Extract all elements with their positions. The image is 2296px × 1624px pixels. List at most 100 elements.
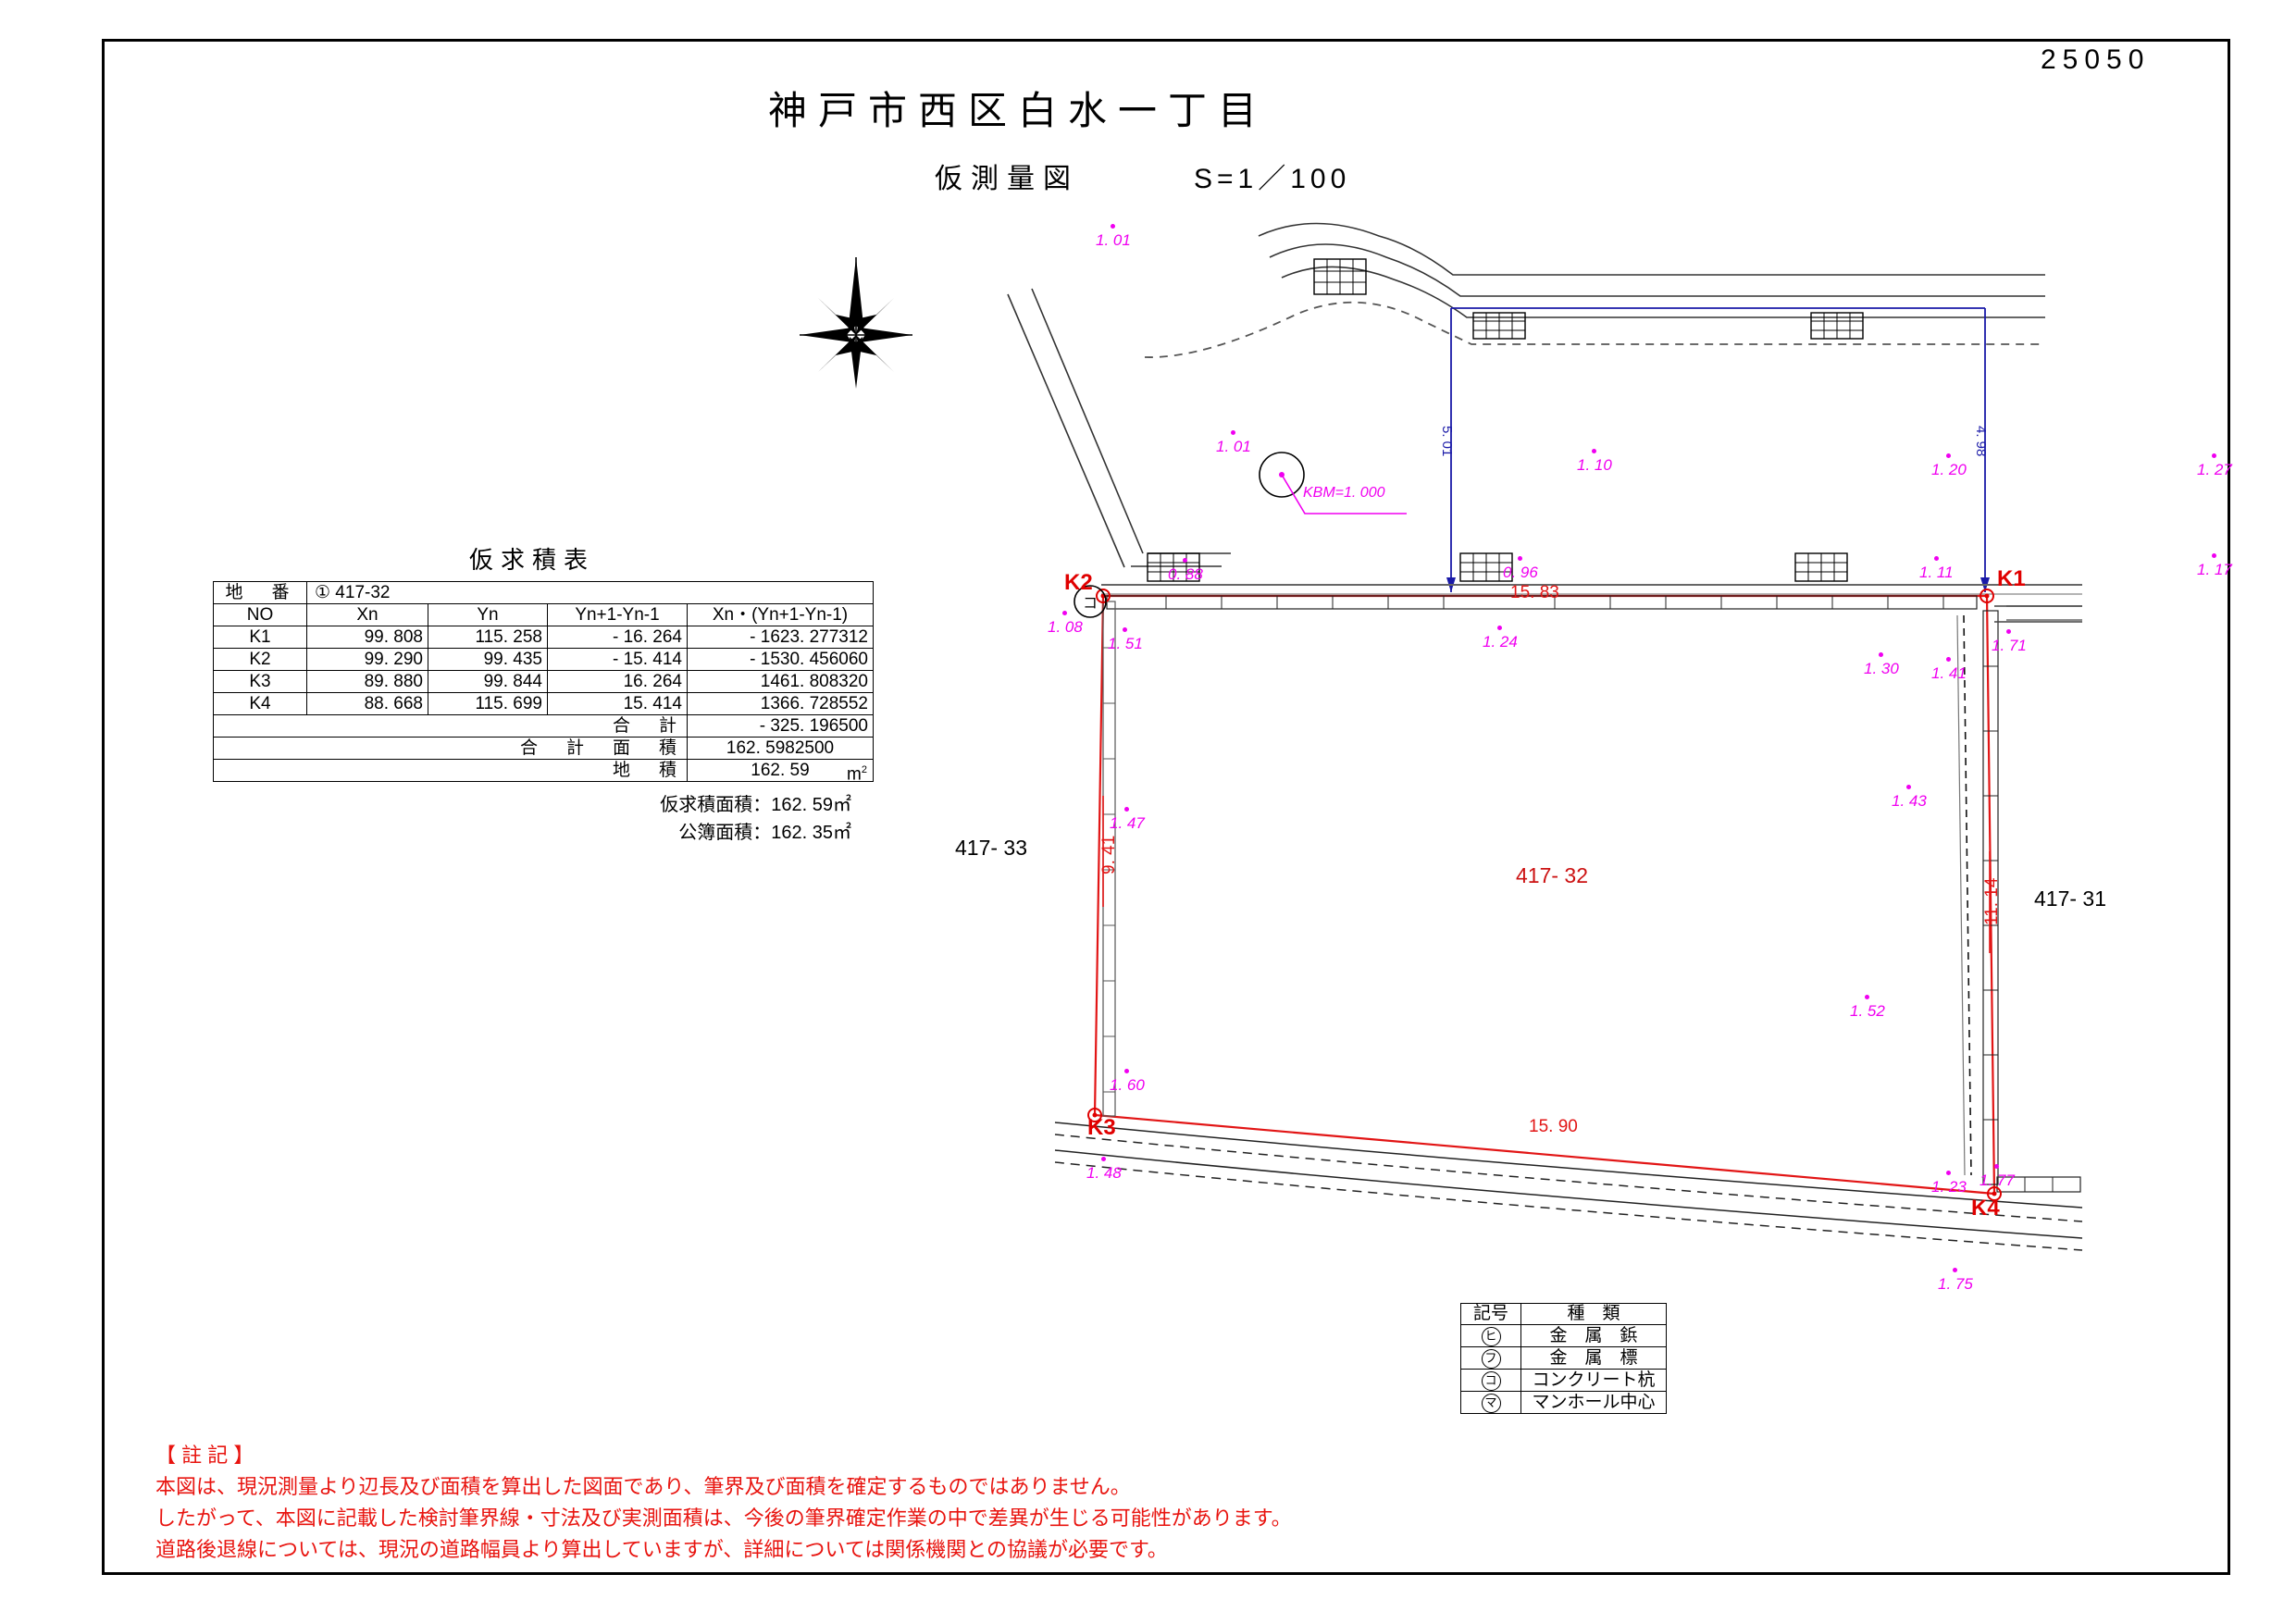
elevation-label: 1. 71 <box>1992 637 2027 654</box>
elevation-label: 1. 43 <box>1892 792 1927 810</box>
elevation-dot <box>1124 1069 1129 1073</box>
notes-line-1: 本図は、現況測量より辺長及び面積を算出した図面であり、筆界及び面積を確定するもの… <box>155 1475 1131 1499</box>
legend-type-metal-marker: 金 属 標 <box>1520 1346 1667 1370</box>
sheet-number: 25050 <box>2041 44 2151 75</box>
elevation-label: 0. 96 <box>1503 564 1538 581</box>
drawing-scale: S=1／100 <box>1194 164 1351 194</box>
legend-header-row: 記号 種 類 <box>1460 1303 1667 1325</box>
elevation-dot <box>1946 657 1951 662</box>
parcel-value: ① 417-32 <box>306 581 874 604</box>
corner-label-k2: K2 <box>1064 570 1093 595</box>
legend-block: 記号 種 類 ヒ 金 属 鋲 フ 金 属 標 コ コンクリート杭 マ マンホ <box>1460 1303 1667 1414</box>
table-row: K3 89. 880 99. 844 16. 264 1461. 808320 <box>213 670 874 693</box>
col-header-product: Xn・(Yn+1-Yn-1) <box>687 603 874 626</box>
cell-no: K4 <box>213 692 307 715</box>
elevation-dot <box>2212 553 2216 558</box>
elevation-dot <box>1879 652 1883 657</box>
elevation-dot <box>1946 453 1951 458</box>
elevation-label: 1. 30 <box>1864 660 1899 677</box>
cell-no: K1 <box>213 626 307 649</box>
notes-block: 【 註 記 】 本図は、現況測量より辺長及び面積を算出した図面であり、筆界及び面… <box>155 1440 1292 1566</box>
cell-dy: - 16. 264 <box>547 626 688 649</box>
cell-dy: 16. 264 <box>547 670 688 693</box>
col-header-yn: Yn <box>428 603 548 626</box>
table-row-registered-area: 地 積 162. 59 m2 <box>213 759 874 784</box>
svg-text:コ: コ <box>1083 596 1098 612</box>
setback-left: 5. 01 <box>1439 426 1455 457</box>
sum-label: 合 計 <box>213 714 688 738</box>
cell-yn: 115. 258 <box>428 626 548 649</box>
cell-dy: - 15. 414 <box>547 648 688 671</box>
cell-xn: 99. 808 <box>306 626 428 649</box>
col-header-no: NO <box>213 603 307 626</box>
elevation-label: 0. 88 <box>1168 565 1203 583</box>
elevation-dot <box>1111 224 1115 229</box>
legend-symbol-cell: フ <box>1460 1346 1521 1370</box>
elevation-label: 1. 23 <box>1931 1178 1967 1196</box>
elevation-dot <box>1994 1164 1999 1169</box>
cell-product: 1461. 808320 <box>687 670 874 693</box>
elevation-label: 1. 08 <box>1048 618 1083 636</box>
table-row-sum: 合 計 - 325. 196500 <box>213 714 874 738</box>
elevation-label: 1. 24 <box>1483 633 1518 651</box>
elevation-dot <box>1906 785 1911 789</box>
cell-product: - 1623. 277312 <box>687 626 874 649</box>
cell-no: K2 <box>213 648 307 671</box>
legend-row: ヒ 金 属 鋲 <box>1460 1324 1667 1347</box>
official-area-note: 公簿面積：162. 35㎡ <box>678 823 851 843</box>
parcel-label-417-33: 417- 33 <box>955 836 1028 860</box>
legend-symbol-cell: マ <box>1460 1391 1521 1414</box>
cell-yn: 99. 844 <box>428 670 548 693</box>
cell-xn: 89. 880 <box>306 670 428 693</box>
total-area-value: 162. 5982500 <box>687 737 874 760</box>
elevation-dot <box>1062 611 1067 615</box>
legend-symbol-cell: コ <box>1460 1369 1521 1392</box>
elevation-label: 1. 60 <box>1110 1076 1145 1094</box>
legend-row: コ コンクリート杭 <box>1460 1369 1667 1392</box>
dimension-top: 15. 83 <box>1510 583 1559 602</box>
elevation-label: 1. 20 <box>1931 461 1967 478</box>
elevation-label: 1. 77 <box>1980 1172 2015 1189</box>
cell-xn: 99. 290 <box>306 648 428 671</box>
corner-label-k3: K3 <box>1087 1115 1116 1140</box>
dimension-ticks <box>1102 796 1991 953</box>
table-row-total-area: 合 計 面 積 162. 5982500 <box>213 737 874 760</box>
elevation-label: 1. 11 <box>1919 564 1954 581</box>
parcel-label: 地 番 <box>213 581 307 604</box>
elevation-label: 1. 51 <box>1108 635 1143 652</box>
benchmark-symbol <box>1259 452 1407 514</box>
benchmark-label: KBM=1. 000 <box>1303 485 1385 501</box>
grating-symbols <box>1147 258 1864 582</box>
elevation-dot <box>1497 626 1502 630</box>
legend-type-concrete-pile: コンクリート杭 <box>1520 1369 1667 1392</box>
col-header-xn: Xn <box>306 603 428 626</box>
dimension-bottom: 15. 90 <box>1529 1117 1578 1136</box>
registered-area-value: 162. 59 <box>751 761 810 780</box>
elevation-dot <box>2006 629 2011 634</box>
elevation-label: 1. 75 <box>1938 1275 1973 1293</box>
parcel-label-417-32: 417- 32 <box>1516 863 1589 887</box>
road-north <box>1144 222 2045 358</box>
table-row: K1 99. 808 115. 258 - 16. 264 - 1623. 27… <box>213 626 874 649</box>
legend-row: マ マンホール中心 <box>1460 1391 1667 1414</box>
parcel-label-417-31: 417- 31 <box>2034 886 2107 911</box>
legend-header-symbol: 記号 <box>1460 1303 1521 1325</box>
sum-value: - 325. 196500 <box>687 714 874 738</box>
elevation-label: 1. 27 <box>2197 461 2232 478</box>
elevation-label: 1. 10 <box>1577 456 1612 474</box>
dimension-right: 11. 14 <box>1982 877 2002 925</box>
sheet-border <box>102 39 2230 1575</box>
table-header-row: NO Xn Yn Yn+1-Yn-1 Xn・(Yn+1-Yn-1) <box>213 603 874 626</box>
elevation-dot <box>1946 1171 1951 1175</box>
area-summary-notes: 仮求積面積：162. 59㎡ 公簿面積：162. 35㎡ <box>213 791 900 847</box>
manhole-center-icon: マ <box>1481 1394 1501 1413</box>
corner-markers: コ <box>1074 585 2002 1201</box>
elevation-dot <box>1183 558 1187 563</box>
elevation-dot <box>1953 1268 1957 1272</box>
provisional-area-note: 仮求積面積：162. 59㎡ <box>660 795 851 815</box>
setback-right: 4. 98 <box>1973 426 1989 457</box>
cell-dy: 15. 414 <box>547 692 688 715</box>
elevation-label: 1. 41 <box>1931 664 1967 682</box>
